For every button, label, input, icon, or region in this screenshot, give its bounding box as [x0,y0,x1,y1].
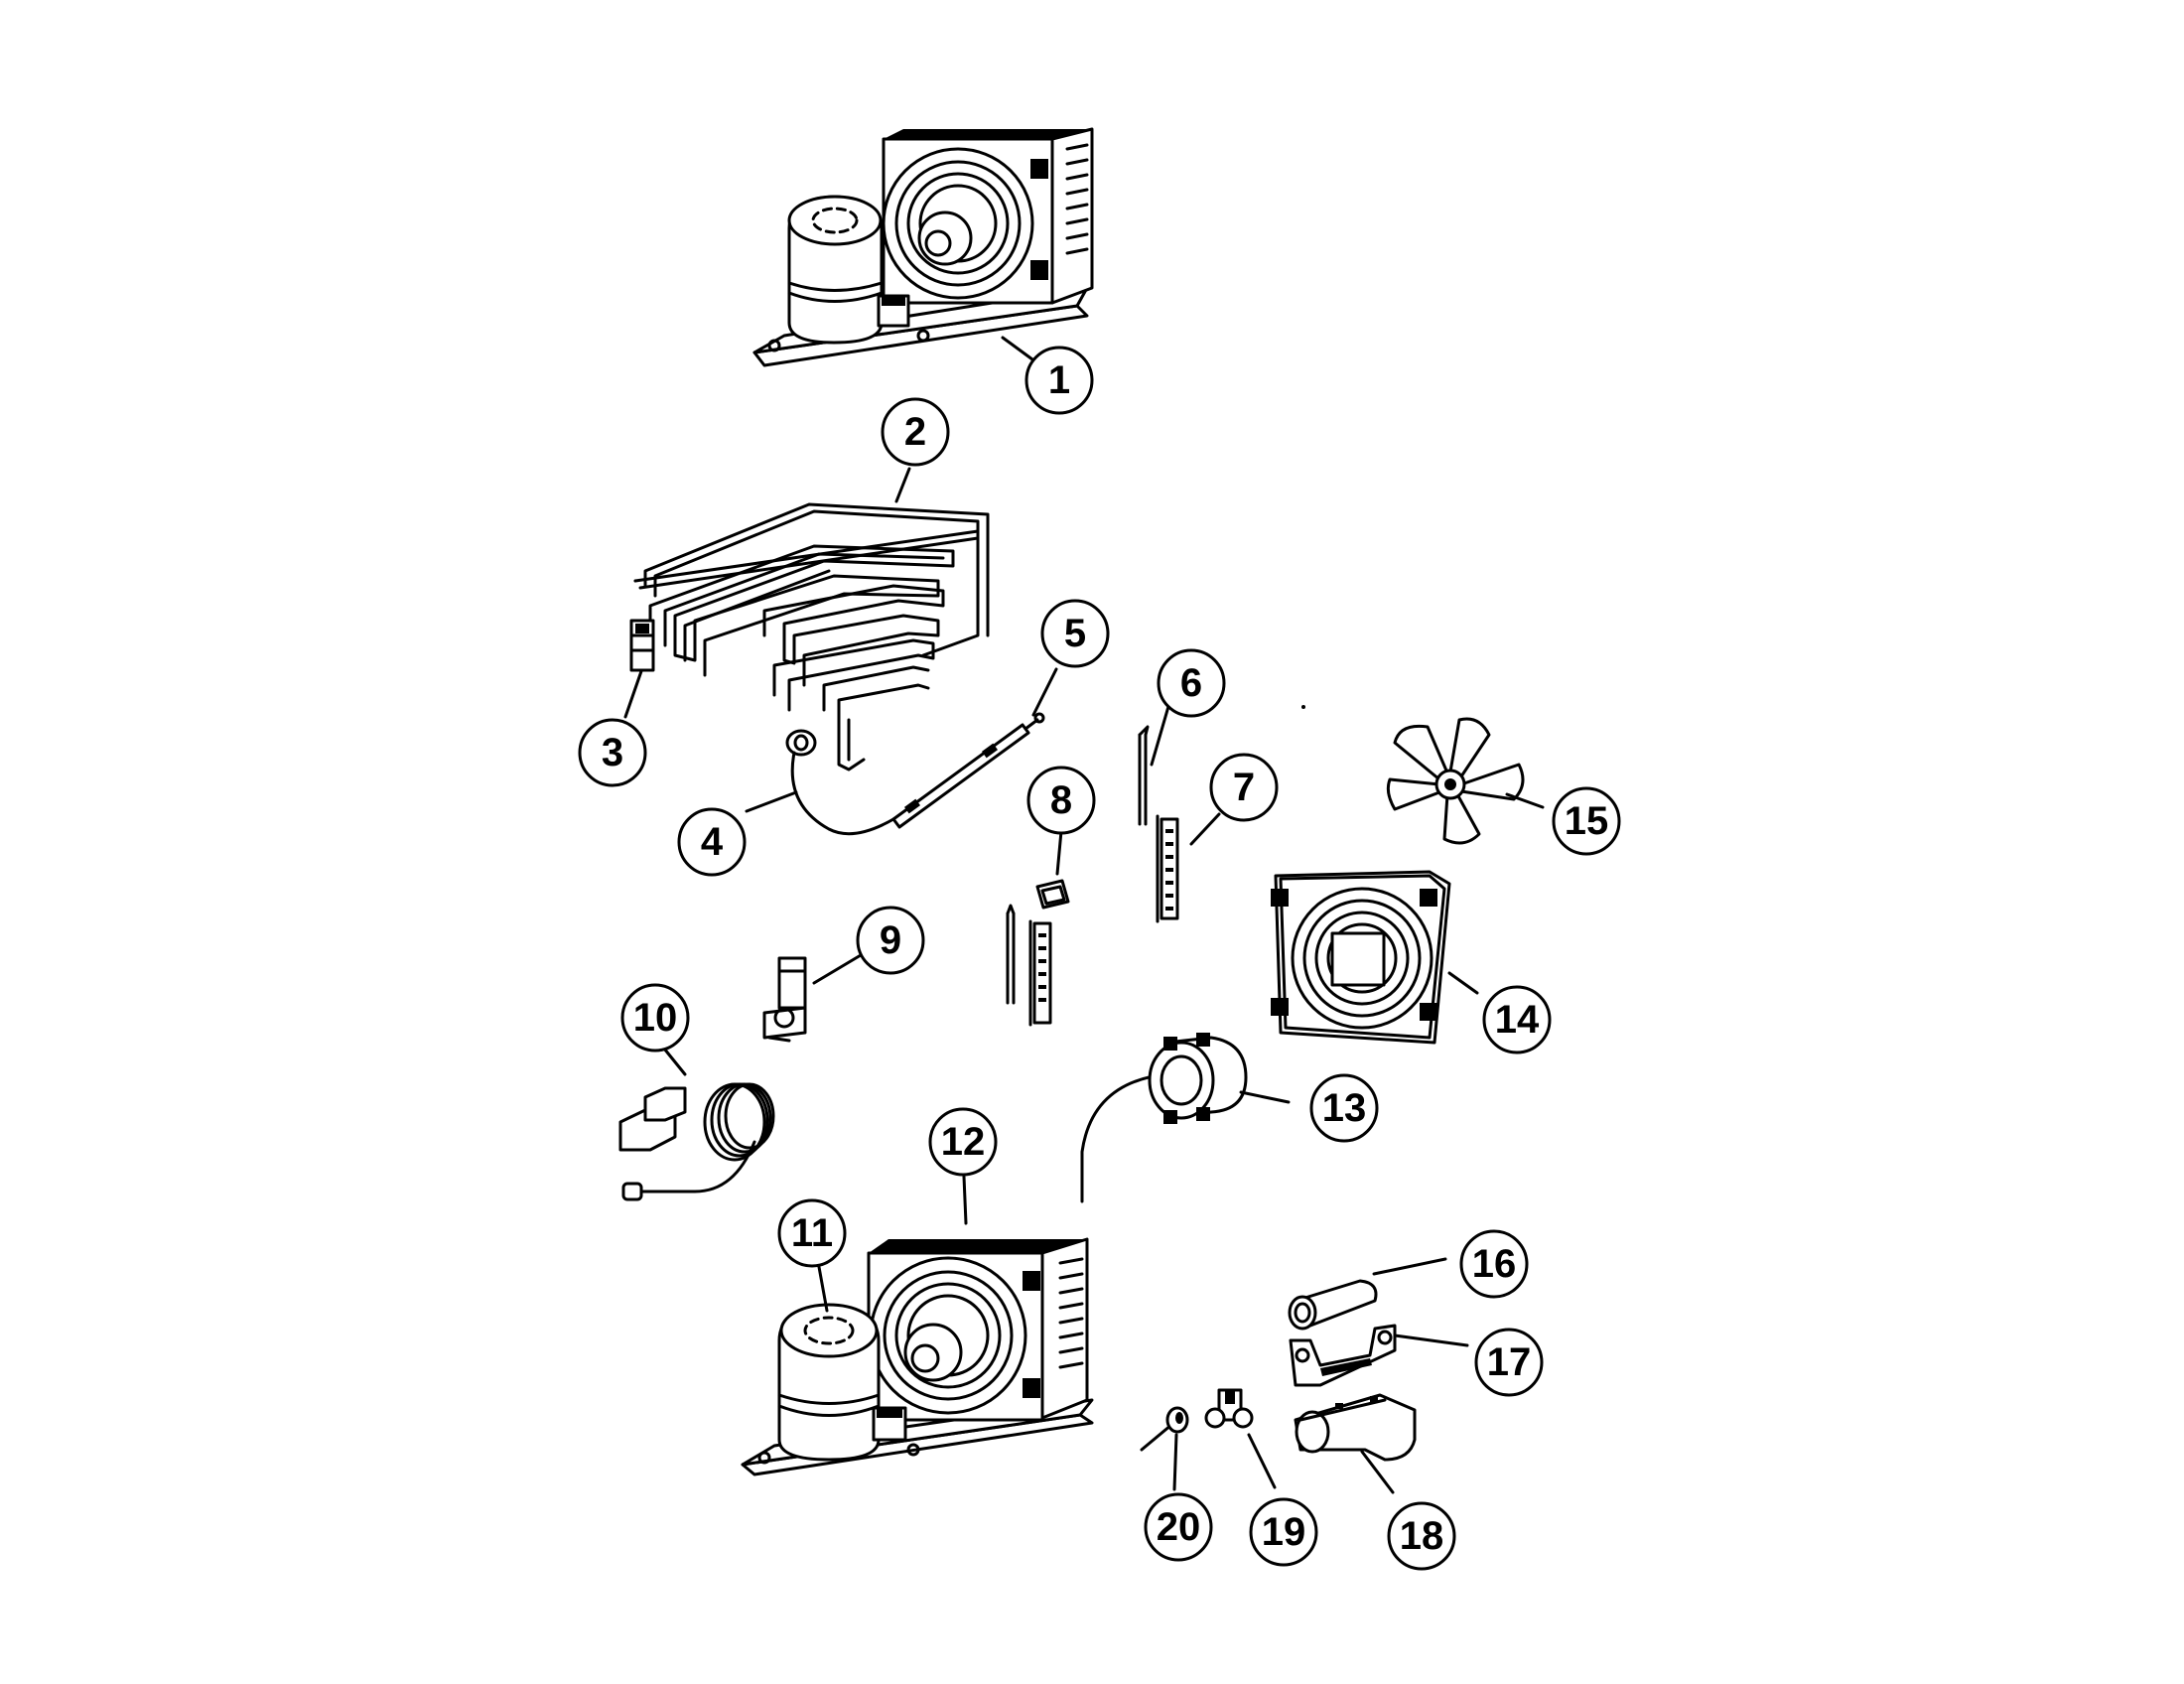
part-condensing-unit-top [752,127,1094,367]
callout-17: 17 [1474,1328,1544,1397]
callout-6: 6 [1157,648,1226,718]
part-bracket-7 [1156,814,1179,923]
leader-lines [623,336,1545,1494]
part-thermostat-10 [618,1082,775,1201]
part-capacitor-16 [1288,1279,1378,1331]
callout-10: 10 [620,983,690,1052]
callout-5: 5 [1040,599,1110,668]
callout-19-label: 19 [1262,1510,1306,1554]
part-fan-blade-15 [1386,717,1525,845]
part-thermostat-bracket-9 [762,956,807,1043]
callout-18: 18 [1387,1501,1456,1571]
callout-14-label: 14 [1495,998,1540,1042]
callout-16-label: 16 [1472,1242,1517,1286]
part-condensing-unit-lower [741,1237,1094,1476]
callout-15: 15 [1552,786,1621,856]
callout-12-label: 12 [941,1120,986,1164]
stray-dot [1301,705,1305,709]
callout-13: 13 [1309,1073,1379,1143]
callout-4-label: 4 [701,820,724,864]
callout-20-label: 20 [1157,1505,1201,1549]
callout-19: 19 [1249,1497,1318,1567]
part-relay-housing-18 [1294,1393,1417,1462]
part-clip-8 [1035,879,1070,910]
callout-13-label: 13 [1322,1086,1367,1130]
callout-4: 4 [677,807,747,877]
callout-12: 12 [928,1107,998,1177]
callout-7-label: 7 [1233,766,1255,809]
callout-9: 9 [856,906,925,975]
callout-5-label: 5 [1064,612,1086,655]
callout-14: 14 [1482,985,1552,1054]
part-capacitor-bracket-17 [1289,1324,1397,1387]
part-fan-shroud-14 [1271,870,1451,1045]
callout-1: 1 [1024,346,1094,415]
callout-2: 2 [881,397,950,467]
callout-3-label: 3 [602,731,623,774]
callout-6-label: 6 [1180,661,1202,705]
callout-8: 8 [1026,766,1096,835]
callout-18-label: 18 [1400,1514,1444,1558]
callout-16: 16 [1459,1229,1529,1299]
callout-20: 20 [1144,1492,1213,1562]
callout-3: 3 [578,718,647,787]
callout-9-label: 9 [880,918,901,962]
callout-17-label: 17 [1487,1340,1532,1384]
callout-2-label: 2 [904,410,926,454]
callout-7: 7 [1209,753,1279,822]
part-screw-20 [1140,1406,1189,1452]
part-strip-6 [1138,725,1150,826]
callout-15-label: 15 [1565,799,1609,843]
callout-8-label: 8 [1050,778,1072,822]
part-fan-motor-13 [1080,1033,1248,1203]
part-capillary-tube [785,712,1045,836]
callout-11: 11 [777,1198,847,1268]
callout-1-label: 1 [1048,358,1070,402]
callout-11-label: 11 [791,1211,833,1255]
part-terminal-19 [1204,1388,1254,1429]
part-strip-bracket-pair [1006,904,1052,1027]
part-evaporator-coil [629,502,990,772]
callout-10-label: 10 [633,996,678,1040]
